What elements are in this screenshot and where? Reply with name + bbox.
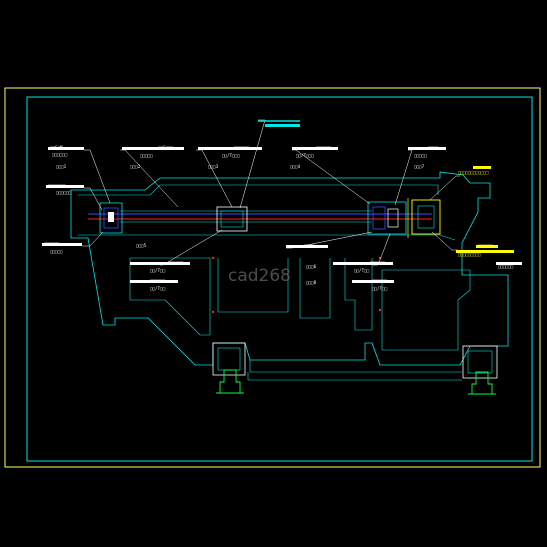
label-mid4: □□□□ bbox=[304, 243, 315, 248]
cyan-tag-block bbox=[265, 124, 300, 127]
label-bar bbox=[352, 280, 394, 283]
bed-outline bbox=[70, 171, 509, 366]
label-mid2: □□□□□ bbox=[50, 249, 63, 254]
bed-skirt bbox=[247, 360, 462, 381]
label-bar bbox=[333, 262, 393, 265]
label-t2a: □□S□□□ bbox=[158, 145, 174, 150]
label-bar bbox=[496, 262, 522, 265]
servo-motor bbox=[407, 198, 441, 238]
left-bearing-housing bbox=[99, 202, 123, 234]
label-t4b: □□/T□□□ bbox=[296, 153, 314, 158]
label-bar bbox=[130, 262, 190, 265]
marker-dot bbox=[378, 308, 382, 312]
label-bar bbox=[48, 147, 84, 150]
label-cl1: □□□□□□ bbox=[168, 260, 184, 265]
label-yl3: □□□□□□ bbox=[478, 243, 494, 248]
label-bar bbox=[286, 245, 328, 248]
label-cl3: □□□□□□ bbox=[150, 278, 166, 283]
label-right1: □□□□□□ bbox=[498, 264, 514, 269]
yellow-tag-1 bbox=[473, 166, 491, 169]
label-cr4: □□/T□□ bbox=[372, 286, 388, 291]
label-mid1: □□□□□□ bbox=[44, 241, 60, 246]
outer-frame bbox=[4, 87, 541, 468]
label-bar bbox=[46, 185, 84, 188]
label-t3b: □□/T□□□ bbox=[222, 153, 240, 158]
label-cr2: □□/T□□ bbox=[354, 268, 370, 273]
yellow-tag-2 bbox=[476, 245, 498, 248]
label-t4c: □□□4 bbox=[290, 164, 301, 169]
label-bar bbox=[408, 147, 446, 150]
inner-frame bbox=[26, 96, 533, 462]
label-tr2: □□□□□ bbox=[414, 153, 427, 158]
label-tr1: □□□□ bbox=[428, 145, 439, 150]
label-left1: □□□□□□□ bbox=[48, 183, 66, 188]
right-foot bbox=[462, 345, 498, 395]
left-foot bbox=[212, 342, 246, 394]
label-yl2: □□□□□□□□□ bbox=[458, 252, 481, 257]
label-cr1: □□□□□□ bbox=[370, 260, 386, 265]
label-cl2: □□/T□□ bbox=[150, 268, 166, 273]
label-bar bbox=[130, 280, 178, 283]
label-t2c: □□□2 bbox=[130, 164, 141, 169]
watermark: cad268 bbox=[228, 266, 291, 286]
label-mid3: □□□5 bbox=[136, 243, 147, 248]
label-t3a: □□□□□□ bbox=[234, 145, 250, 150]
label-bar bbox=[292, 147, 338, 150]
label-tl1: □□S□M bbox=[50, 145, 63, 150]
label-left2: □□□□□□ bbox=[56, 190, 72, 195]
label-cr3: □□□□□□ bbox=[372, 278, 388, 283]
yellow-tag-3 bbox=[456, 250, 514, 253]
label-ctr2: □□□8 bbox=[306, 280, 317, 285]
right-bearing-group bbox=[367, 201, 407, 235]
label-t3c: □□□3 bbox=[208, 164, 219, 169]
label-tl2: □□□□□□ bbox=[52, 152, 68, 157]
label-tl3: □□□1 bbox=[56, 164, 67, 169]
bed-inner-upper bbox=[78, 184, 456, 241]
label-bar bbox=[198, 147, 262, 150]
bed-inner-lower bbox=[129, 257, 471, 351]
label-t4a: □□□□□□ bbox=[316, 145, 332, 150]
label-yl1: □□□□□□□□□□□□ bbox=[458, 170, 489, 175]
label-t2b: □□□□□ bbox=[140, 153, 153, 158]
label-cl4: □□/T□□ bbox=[150, 286, 166, 291]
marker-dot bbox=[211, 256, 215, 260]
label-ctr1: □□□6 bbox=[306, 264, 317, 269]
label-bar bbox=[122, 147, 184, 150]
label-tr3: □□□7 bbox=[414, 164, 425, 169]
marker-dot bbox=[211, 310, 215, 314]
label-bar bbox=[42, 243, 82, 246]
